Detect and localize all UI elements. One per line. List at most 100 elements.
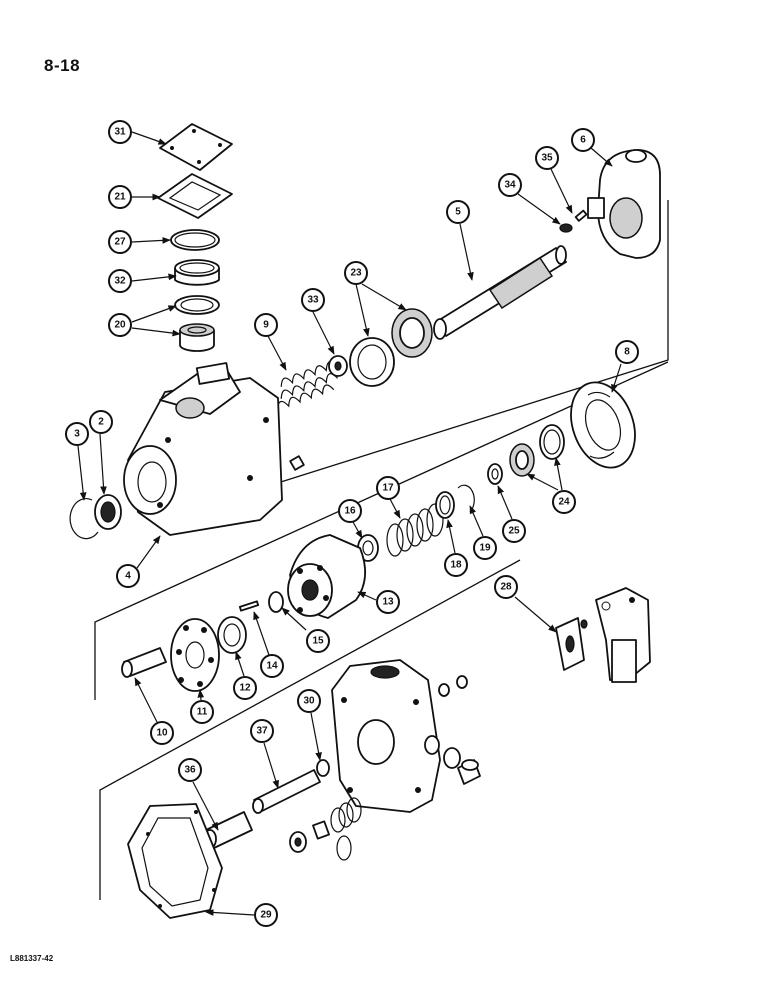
callout-5: 5: [446, 200, 470, 224]
svg-text:32: 32: [114, 276, 126, 287]
callout-24: 24: [552, 490, 576, 514]
svg-text:34: 34: [504, 180, 516, 191]
callout-34: 34: [498, 173, 522, 197]
svg-text:11: 11: [197, 707, 208, 718]
callout-19: 19: [473, 536, 497, 560]
callout-29: 29: [254, 903, 278, 927]
housing-gasket-part: [127, 803, 223, 919]
svg-text:16: 16: [344, 506, 356, 517]
svg-text:21: 21: [114, 192, 126, 203]
group-dividers: [94, 200, 669, 900]
callout-20: 20: [108, 313, 132, 337]
callout-8: 8: [615, 340, 639, 364]
spool-o-ring-part: [316, 759, 330, 777]
cylinder-block-part: [287, 534, 366, 619]
control-spool-part: [252, 769, 321, 814]
callout-35: 35: [535, 146, 559, 170]
callout-4: 4: [116, 564, 140, 588]
piston-part: [121, 647, 167, 678]
callout-32: 32: [108, 269, 132, 293]
bearing-cone-part: [174, 295, 220, 352]
tapered-bearing-part: [349, 308, 433, 387]
pump-housing-part: [123, 362, 305, 536]
o-ring-part: [170, 229, 220, 251]
cylinder-spring-part: [386, 503, 444, 557]
svg-text:28: 28: [500, 582, 512, 593]
compensator-gasket-part: [555, 617, 585, 671]
svg-text:25: 25: [508, 526, 520, 537]
svg-text:30: 30: [303, 696, 315, 707]
callout-12: 12: [233, 676, 257, 700]
shaft-seal-part: [94, 494, 122, 530]
callout-9: 9: [254, 313, 278, 337]
page-number: 8-18: [44, 56, 81, 75]
svg-text:24: 24: [558, 497, 570, 508]
gasket-part: [157, 173, 233, 219]
snap-ring-part: [69, 498, 99, 540]
svg-text:13: 13: [382, 597, 394, 608]
callout-37: 37: [250, 719, 274, 743]
svg-text:4: 4: [125, 571, 131, 582]
needle-bearing-part: [509, 424, 565, 477]
spring-part: [276, 361, 339, 411]
pin-part: [238, 600, 260, 612]
spherical-washer-part: [217, 616, 247, 654]
end-cover-part: [331, 659, 441, 813]
callout-17: 17: [376, 476, 400, 500]
svg-text:20: 20: [114, 320, 126, 331]
callout-6: 6: [571, 128, 595, 152]
svg-text:33: 33: [307, 295, 319, 306]
cover-plate-part: [159, 123, 233, 171]
svg-text:31: 31: [114, 127, 126, 138]
svg-text:3: 3: [74, 429, 80, 440]
callout-30: 30: [297, 689, 321, 713]
figure-code: L881337-42: [10, 954, 54, 963]
callout-27: 27: [108, 230, 132, 254]
svg-text:5: 5: [455, 207, 461, 218]
key-part: [559, 209, 588, 233]
callout-23: 23: [344, 261, 368, 285]
svg-text:18: 18: [450, 560, 462, 571]
retaining-ring-part: [457, 484, 475, 513]
end-cover-fittings-part: [438, 675, 481, 785]
drive-shaft-part: [433, 245, 567, 340]
callout-18: 18: [444, 553, 468, 577]
svg-text:35: 35: [541, 153, 553, 164]
svg-text:37: 37: [256, 726, 268, 737]
callout-3: 3: [65, 422, 89, 446]
leader-lines: [77, 131, 622, 916]
callout-16: 16: [338, 499, 362, 523]
svg-text:17: 17: [382, 483, 394, 494]
callout-13: 13: [376, 590, 400, 614]
svg-text:29: 29: [260, 910, 272, 921]
callout-14: 14: [260, 654, 284, 678]
svg-text:27: 27: [114, 237, 126, 248]
callout-31: 31: [108, 120, 132, 144]
callout-2: 2: [89, 410, 113, 434]
callout-10: 10: [150, 721, 174, 745]
svg-text:23: 23: [350, 268, 362, 279]
thrust-washer-part: [487, 463, 503, 485]
swashplate-part: [587, 149, 661, 259]
callout-15: 15: [306, 629, 330, 653]
callout-36: 36: [178, 758, 202, 782]
svg-text:10: 10: [156, 728, 168, 739]
svg-text:19: 19: [479, 543, 491, 554]
spring-retainer-part: [328, 355, 348, 377]
svg-text:14: 14: [266, 661, 278, 672]
svg-text:12: 12: [239, 683, 251, 694]
spacer-ring-part: [435, 491, 455, 519]
valve-plate-part: [570, 381, 636, 469]
callout-25: 25: [502, 519, 526, 543]
spring-seat-part: [289, 797, 362, 861]
pin-ring-part: [268, 591, 284, 613]
bearing-cup-part: [174, 259, 220, 286]
svg-text:15: 15: [312, 636, 324, 647]
shoe-plate-part: [170, 618, 220, 692]
svg-text:9: 9: [263, 320, 269, 331]
svg-text:36: 36: [184, 765, 196, 776]
callout-21: 21: [108, 185, 132, 209]
callout-28: 28: [494, 575, 518, 599]
